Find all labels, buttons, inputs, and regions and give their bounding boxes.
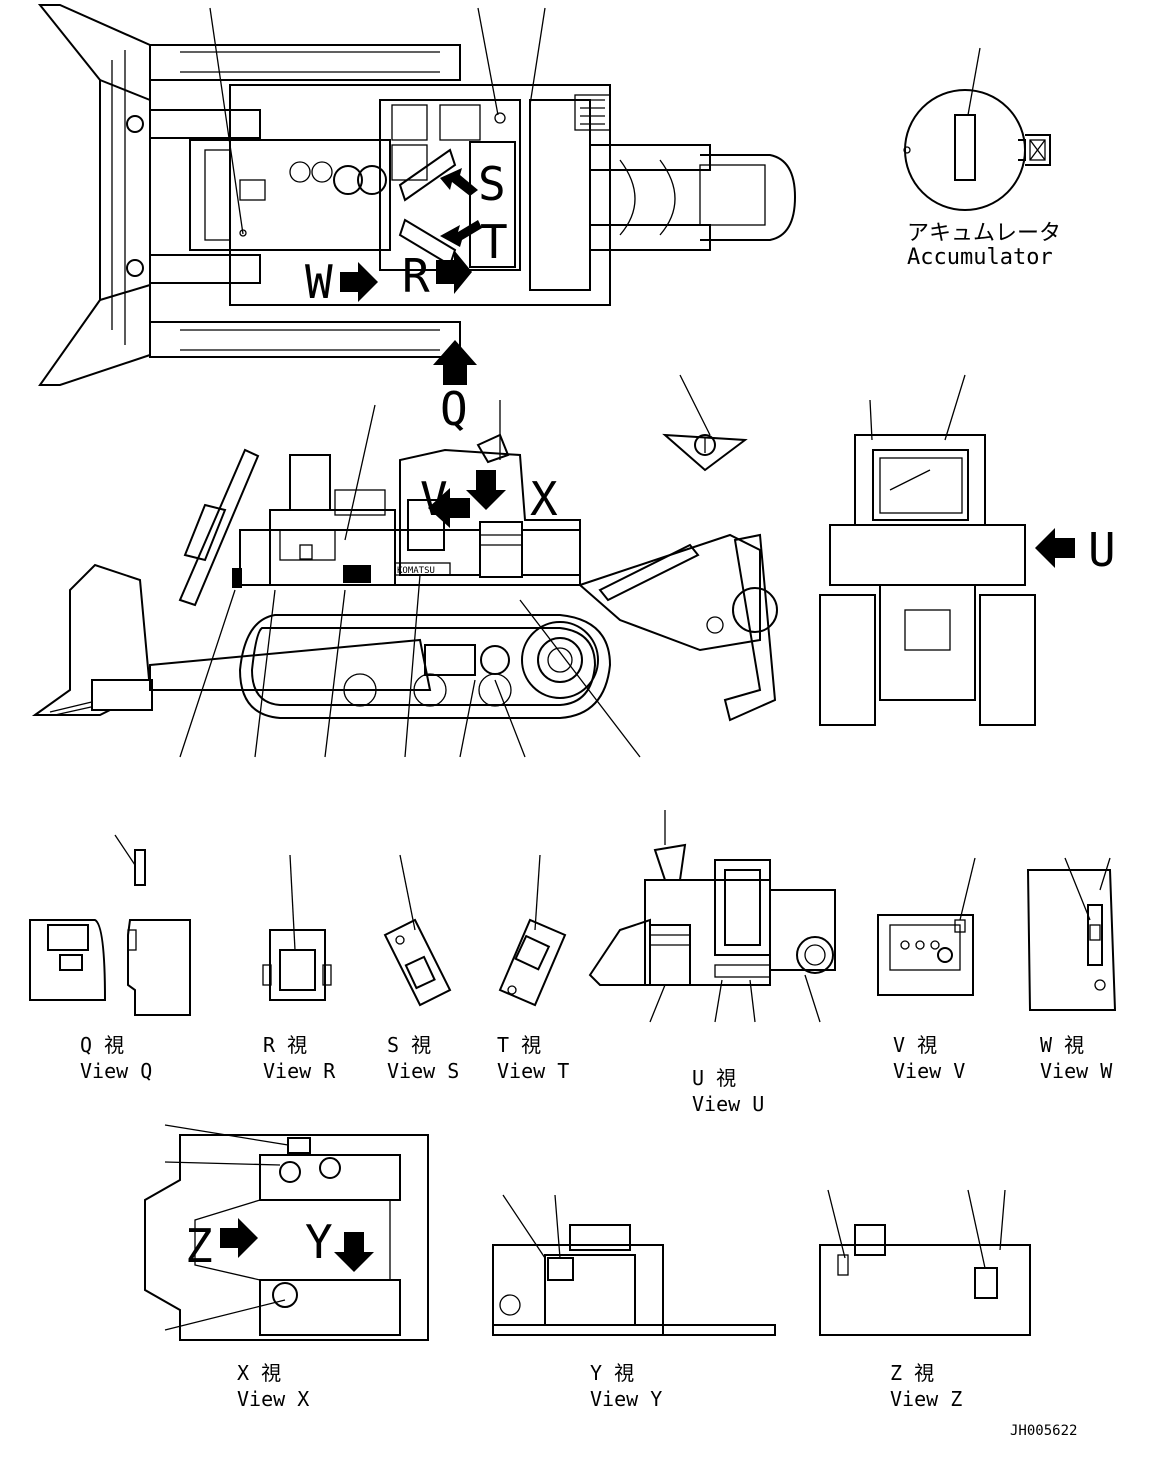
arrow-v-icon xyxy=(428,488,470,528)
arrow-x-down-icon xyxy=(466,470,506,510)
view-u: U 視 View U xyxy=(588,810,836,1116)
top-view: S T W R Q xyxy=(37,4,797,436)
view-x-jp: X 視 xyxy=(237,1361,281,1385)
rear-view: U xyxy=(819,374,1116,726)
view-y: Y 視 View Y xyxy=(492,1194,776,1411)
arrow-u-icon xyxy=(1035,528,1075,568)
view-x: Z Y X 視 View X xyxy=(144,1124,429,1411)
label-u: U xyxy=(1088,523,1116,577)
view-v-jp: V 視 xyxy=(893,1033,937,1057)
view-t-jp: T 視 xyxy=(497,1033,541,1057)
arrow-w-icon xyxy=(340,262,378,302)
arrow-q-icon xyxy=(433,340,477,385)
view-z: Z 視 View Z xyxy=(819,1189,1031,1411)
view-v-en: View V xyxy=(893,1059,965,1083)
view-q: Q 視 View Q xyxy=(29,834,191,1083)
label-r: R xyxy=(402,249,430,303)
brand-plate: KOMATSU xyxy=(397,566,435,576)
side-view: KOMATSU V X xyxy=(31,374,778,758)
view-w: W 視 View W xyxy=(1026,857,1117,1083)
accumulator-label-en: Accumulator xyxy=(907,245,1053,270)
label-s: S xyxy=(478,157,506,211)
arrow-r-icon xyxy=(436,250,472,294)
label-x: X xyxy=(530,472,558,526)
drawing-code: JH005622 xyxy=(1010,1423,1077,1439)
view-s-en: View S xyxy=(387,1059,459,1083)
accumulator-label-jp: アキュムレータ xyxy=(907,221,1061,246)
view-w-jp: W 視 xyxy=(1040,1033,1084,1057)
accumulator-detail: アキュムレータ Accumulator xyxy=(903,47,1061,270)
arrow-y-icon xyxy=(334,1232,374,1272)
view-s-jp: S 視 xyxy=(387,1033,431,1057)
label-q: Q xyxy=(440,382,468,436)
view-x-en: View X xyxy=(237,1387,309,1411)
view-r-en: View R xyxy=(263,1059,336,1083)
view-q-jp: Q 視 xyxy=(80,1033,124,1057)
arrow-z-icon xyxy=(220,1218,258,1258)
view-t: T 視 View T xyxy=(497,854,569,1083)
label-w: W xyxy=(305,255,333,309)
view-y-en: View Y xyxy=(590,1387,662,1411)
view-u-en: View U xyxy=(692,1092,764,1116)
view-r-jp: R 視 xyxy=(263,1033,307,1057)
view-z-jp: Z 視 xyxy=(890,1361,934,1385)
view-y-jp: Y 視 xyxy=(590,1361,634,1385)
view-s: S 視 View S xyxy=(383,854,459,1083)
view-q-en: View Q xyxy=(80,1059,152,1083)
view-r: R 視 View R xyxy=(262,854,336,1083)
view-t-en: View T xyxy=(497,1059,569,1083)
label-t: T xyxy=(480,215,508,269)
view-z-en: View Z xyxy=(890,1387,962,1411)
label-y: Y xyxy=(305,1215,333,1269)
label-z: Z xyxy=(185,1219,213,1273)
view-w-en: View W xyxy=(1040,1059,1113,1083)
arrow-s-icon xyxy=(440,168,478,196)
arrow-t-icon xyxy=(440,220,482,247)
view-v: V 視 View V xyxy=(877,857,976,1083)
view-u-jp: U 視 xyxy=(692,1066,736,1090)
